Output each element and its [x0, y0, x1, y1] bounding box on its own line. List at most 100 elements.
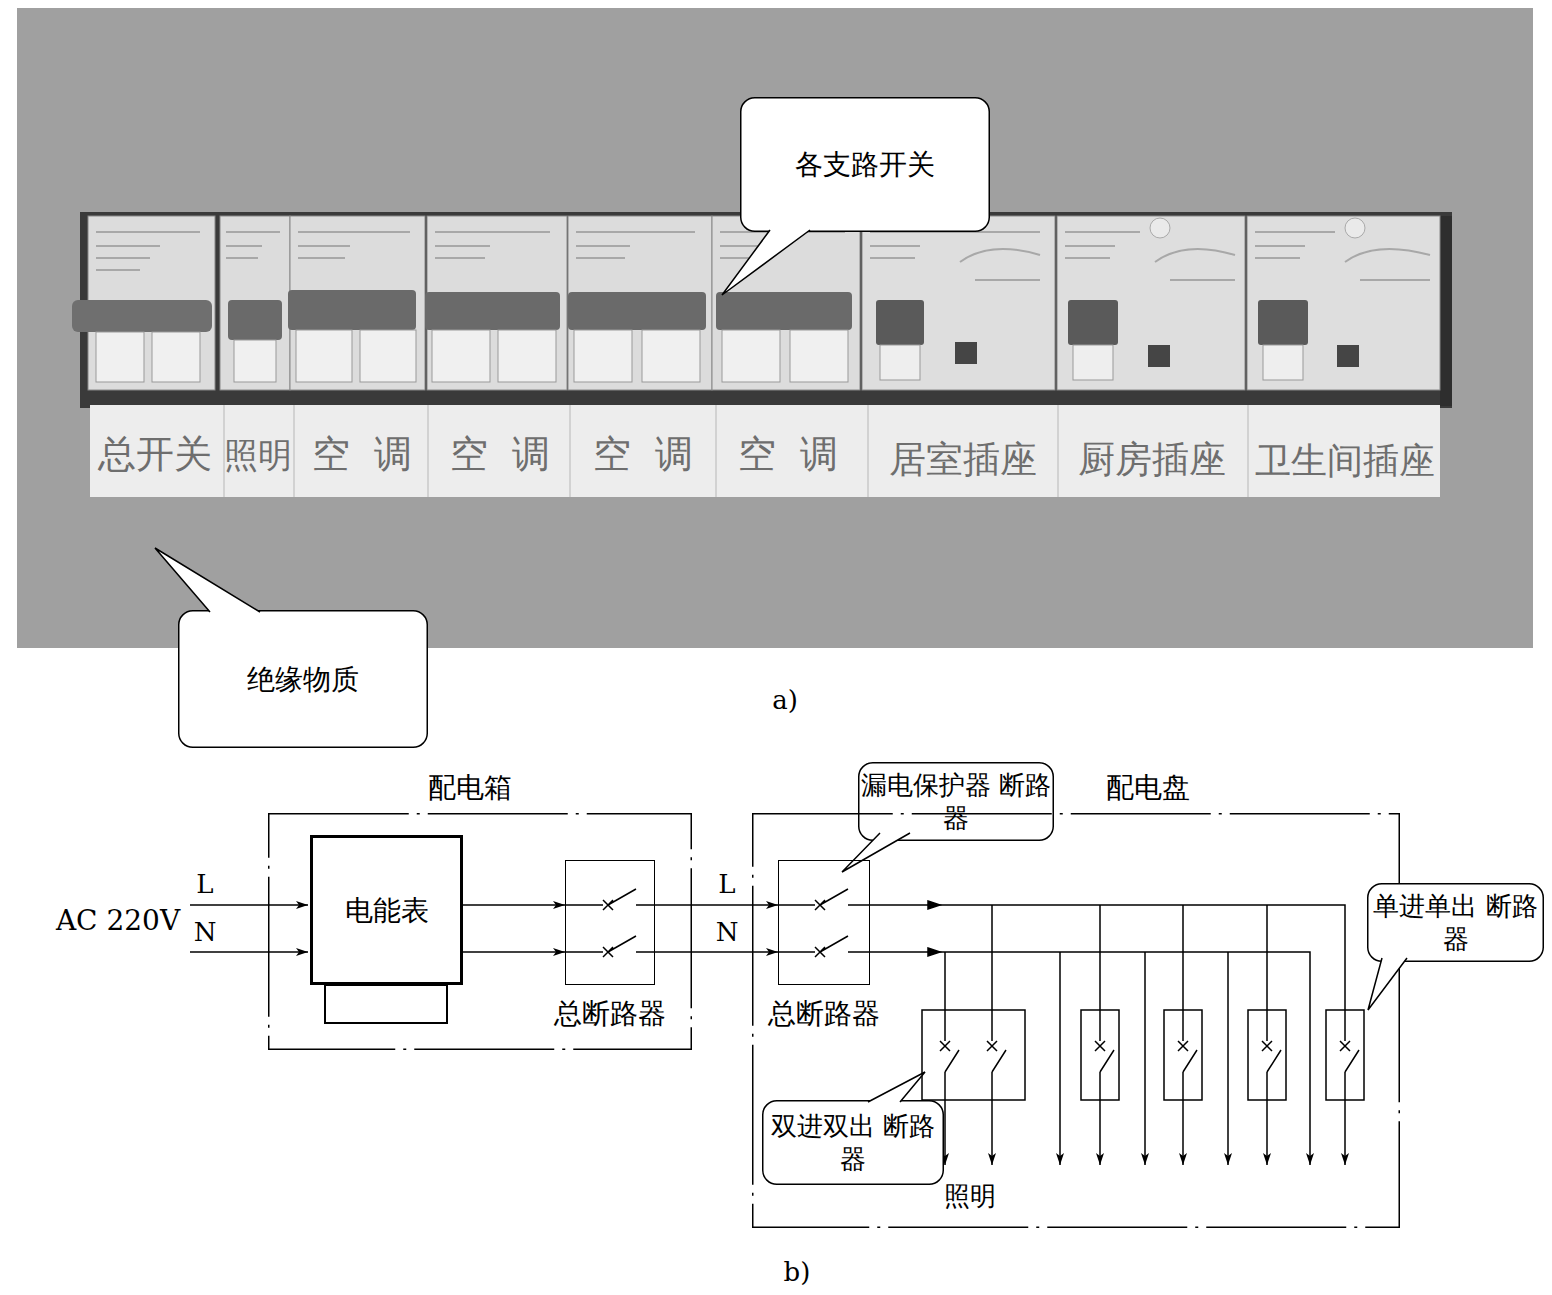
meter-label: 电能表 [345, 893, 429, 928]
panel-photo [288, 290, 416, 330]
wiring [991, 1072, 993, 1165]
photo-label: 居室插座 [889, 437, 1037, 483]
label-holder: 空调 [738, 431, 838, 479]
wiring [1178, 1010, 1197, 1072]
panel-photo [1150, 218, 1170, 238]
panel-photo [1345, 218, 1365, 238]
panel-photo [17, 8, 1533, 648]
meter-box: 电能表 [310, 835, 463, 985]
wiring [778, 936, 870, 957]
panel-photo [1255, 232, 1430, 280]
wiring [565, 936, 655, 957]
panel-photo [1065, 232, 1235, 280]
panel-photo [435, 232, 550, 258]
panel-photo [642, 330, 700, 382]
callout-shape [868, 1072, 925, 1102]
panel-photo [576, 232, 695, 258]
callout-bubble: 漏电保护器 断路器 [858, 762, 1054, 841]
callout-bubble: 绝缘物质 [178, 610, 428, 748]
wiring [565, 889, 655, 910]
panel-photo [425, 292, 560, 330]
panel-photo [226, 232, 280, 258]
label-holder: 卫生间插座 [1255, 438, 1435, 483]
circuit-label: 照明 [944, 1180, 996, 1213]
callout-shape [763, 1101, 944, 1185]
wire-connector [655, 951, 778, 953]
frame-heading: 配电箱 [428, 770, 512, 805]
panel-photo [1148, 345, 1170, 367]
panel-photo [1073, 345, 1113, 380]
wiring [928, 948, 940, 956]
photo-label: 空调 [450, 431, 574, 479]
callout-text: 漏电保护器 断路器 [858, 769, 1054, 834]
photo-label: 空调 [738, 431, 862, 479]
photo-label: 总开关 [98, 431, 212, 479]
wiring [1227, 952, 1229, 1165]
panel-photo [1263, 345, 1303, 380]
callout-bubble: 各支路开关 [740, 97, 990, 232]
wiring [1266, 1072, 1268, 1165]
supply-label: AC 220V [56, 903, 180, 938]
label-holder: 配电箱 [428, 770, 512, 805]
panel-photo [432, 330, 490, 382]
wiring [928, 901, 940, 909]
label-holder: L [196, 868, 213, 901]
wiring [1182, 1072, 1184, 1165]
callout-bubble: 单进单出 断路器 [1367, 883, 1544, 962]
wiring [945, 905, 1267, 1010]
panel-photo [80, 212, 1452, 408]
callout-text: 绝缘物质 [247, 662, 359, 697]
enclosure-frame: 总断路器双进双出 断路器配电盘 [752, 813, 1400, 1228]
wiring [987, 1010, 1006, 1072]
wiring [1095, 1010, 1114, 1072]
label-holder: L [718, 868, 735, 901]
wiring [1262, 1010, 1281, 1072]
wiring [1340, 1010, 1359, 1072]
label-holder: N [716, 916, 739, 949]
callout-shape [1368, 958, 1407, 1010]
panel-photo [220, 216, 290, 390]
wiring [1099, 1072, 1101, 1165]
panel-photo [1247, 216, 1440, 390]
panel-photo [96, 332, 144, 382]
panel-photo [1440, 216, 1452, 406]
panel-photo [1258, 300, 1308, 345]
callout-text: 单进单出 断路器 [1367, 890, 1544, 955]
label-holder: 空调 [593, 431, 693, 479]
photo-label: 厨房插座 [1078, 437, 1226, 483]
panel-photo [870, 232, 1040, 280]
panel-photo [152, 332, 200, 382]
wiring [1144, 952, 1146, 1165]
frame-outline [753, 814, 1400, 1228]
photo-label: 空调 [312, 431, 436, 479]
wiring [944, 1072, 946, 1165]
label-holder: 总开关 [98, 431, 212, 479]
panel-photo [876, 300, 924, 345]
panel-photo [360, 330, 416, 382]
panel-photo [498, 330, 556, 382]
panel-photo [880, 345, 920, 380]
panel-photo [1068, 300, 1118, 345]
label-holder: 总断路器 [554, 996, 666, 1031]
panel-photo [228, 300, 282, 340]
wiring [1344, 1072, 1346, 1165]
enclosure-frame: 电能表总断路器配电箱 [268, 813, 692, 1050]
breaker-label: 总断路器 [554, 996, 666, 1031]
wiring [940, 1010, 959, 1072]
panel-photo [574, 330, 632, 382]
label-holder: 空调 [450, 431, 550, 479]
callout-shape [741, 98, 990, 232]
callout-shape [722, 230, 810, 295]
wire-connector [655, 904, 778, 906]
label-holder: a) [772, 684, 798, 717]
wiring [870, 905, 1345, 1010]
callout-shape [179, 611, 428, 748]
panel-photo [72, 300, 212, 332]
label-holder: b) [784, 1256, 811, 1289]
panel-photo [722, 330, 780, 382]
wiring [1059, 952, 1061, 1165]
breaker-box: 总断路器 [565, 860, 655, 985]
wire-connector [463, 904, 565, 906]
label-holder: 照明 [944, 1180, 996, 1213]
callout-text: 各支路开关 [795, 147, 935, 182]
